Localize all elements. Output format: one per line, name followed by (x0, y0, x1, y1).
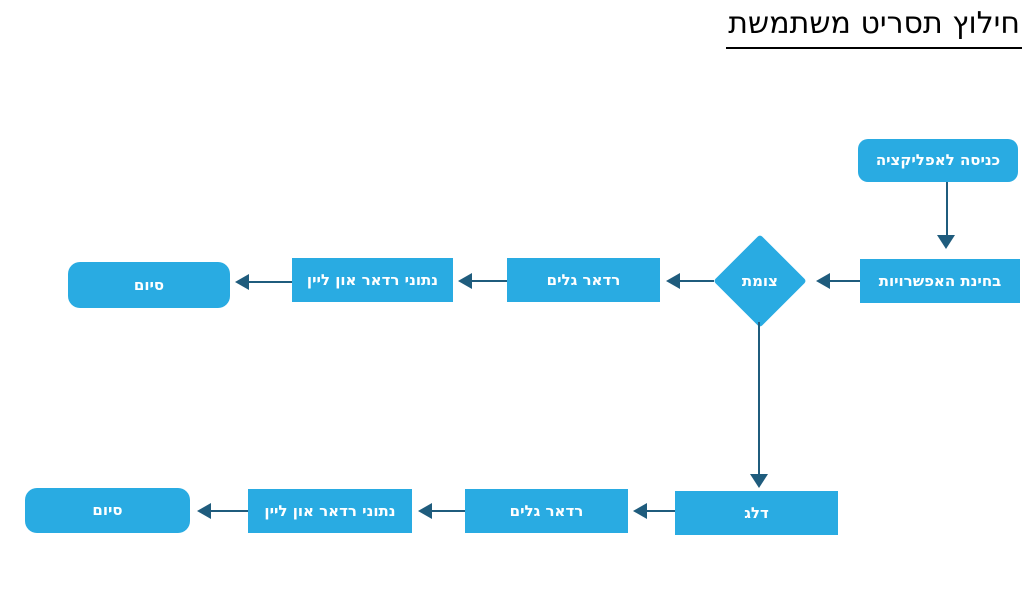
edge-start-to-options-arrowhead-icon (937, 235, 955, 249)
edge-data-bottom-to-end-bottom-line (211, 510, 248, 512)
node-junction-label: צומת (741, 271, 779, 290)
node-end-bottom-label: סיום (92, 501, 123, 520)
node-data-top: נתוני רדאר און ליין (292, 258, 453, 302)
edge-skip-to-radar-bottom-arrowhead-icon (633, 503, 647, 519)
edge-data-top-to-end-top-arrowhead-icon (235, 274, 249, 290)
node-radar-top: רדאר גלים (507, 258, 660, 302)
edge-radar-bottom-to-data-bottom-arrowhead-icon (418, 503, 432, 519)
node-start: כניסה לאפליקציה (858, 139, 1018, 182)
node-data-bottom-label: נתוני רדאר און ליין (264, 501, 396, 520)
node-skip: דלג (675, 491, 838, 535)
diagram-title: חילוץ תסריט משתמשת (726, 6, 1022, 49)
edge-junction-to-skip-line (758, 322, 760, 474)
node-end-top-label: סיום (133, 275, 165, 294)
edge-skip-to-radar-bottom-line (647, 510, 675, 512)
edge-junction-to-skip-arrowhead-icon (750, 474, 768, 488)
edge-options-to-junction-line (830, 280, 860, 282)
node-radar-bottom: רדאר גלים (465, 489, 628, 533)
edge-junction-to-radar-top-line (680, 280, 714, 282)
edge-radar-top-to-data-top-line (472, 280, 507, 282)
node-end-bottom: סיום (25, 488, 190, 533)
edge-radar-bottom-to-data-bottom-line (432, 510, 465, 512)
node-radar-bottom-label: רדאר גלים (509, 501, 584, 520)
edge-junction-to-radar-top-arrowhead-icon (666, 273, 680, 289)
edge-options-to-junction-arrowhead-icon (816, 273, 830, 289)
node-data-bottom: נתוני רדאר און ליין (248, 489, 412, 533)
node-skip-label: דלג (744, 503, 769, 522)
edge-start-to-options-line (946, 182, 948, 236)
edge-data-bottom-to-end-bottom-arrowhead-icon (197, 503, 211, 519)
node-end-top: סיום (68, 262, 230, 308)
node-data-top-label: נתוני רדאר און ליין (306, 270, 439, 289)
edge-data-top-to-end-top-line (249, 281, 292, 283)
node-options: בחינת האפשרויות (860, 259, 1020, 303)
edge-radar-top-to-data-top-arrowhead-icon (458, 273, 472, 289)
node-radar-top-label: רדאר גלים (546, 270, 621, 289)
node-options-label: בחינת האפשרויות (878, 271, 1002, 290)
node-junction-diamond: צומת (713, 234, 807, 328)
node-start-label: כניסה לאפליקציה (875, 151, 1001, 170)
